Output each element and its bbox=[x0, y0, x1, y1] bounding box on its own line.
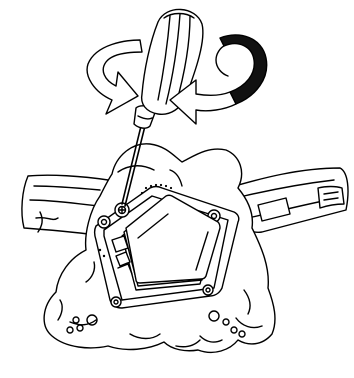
battery-cover-icon bbox=[111, 194, 221, 291]
rotate-counterclockwise-arrow-icon bbox=[86, 39, 143, 115]
screw-icon bbox=[114, 202, 130, 218]
rotate-clockwise-arrow-icon bbox=[169, 34, 268, 125]
